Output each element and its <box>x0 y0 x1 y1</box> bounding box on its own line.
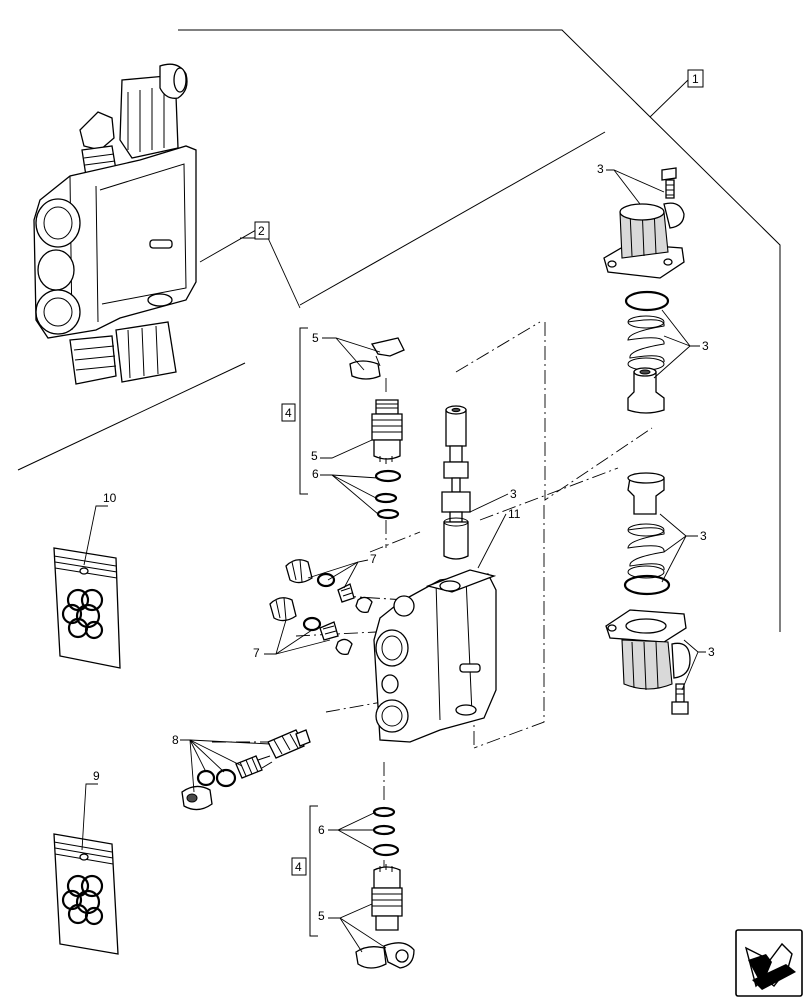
arrow-icon[interactable] <box>735 929 803 997</box>
assembly-centerlines <box>212 321 653 870</box>
complete-valve-assembly <box>33 63 197 385</box>
section-body <box>373 569 497 743</box>
svg-text:6: 6 <box>312 467 319 481</box>
callout-3-springs-lower: 3 <box>659 513 707 583</box>
bracket-4-upper: 4 <box>281 327 308 495</box>
svg-text:11: 11 <box>508 507 521 521</box>
svg-text:5: 5 <box>311 449 318 463</box>
assembly-bracket-lines <box>17 29 781 632</box>
callout-1: 1 <box>649 69 704 118</box>
lower-end-cap-group <box>605 472 691 715</box>
callout-5-clip-upper: 5 <box>312 331 381 371</box>
upper-end-cap-group <box>603 167 685 414</box>
callout-11: 11 <box>477 507 521 569</box>
spool <box>441 405 471 560</box>
callout-6-lower: 6 <box>318 811 377 851</box>
callout-7-lower: 7 <box>253 619 331 660</box>
callout-2: 2 <box>199 221 301 309</box>
svg-text:10: 10 <box>103 491 117 505</box>
svg-text:3: 3 <box>702 339 709 353</box>
svg-text:4: 4 <box>285 406 292 420</box>
seal-kit-bag-icon <box>53 833 119 955</box>
svg-text:3: 3 <box>597 162 604 176</box>
callout-3-spool: 3 <box>469 487 517 513</box>
seal-kit-bag-icon <box>53 547 121 669</box>
svg-text:4: 4 <box>295 860 302 874</box>
relief-valve-group <box>181 729 311 811</box>
svg-text:8: 8 <box>172 733 179 747</box>
callout-8: 8 <box>172 733 271 793</box>
svg-text:1: 1 <box>692 72 699 86</box>
callout-3-cap-lower: 3 <box>681 639 715 691</box>
lower-cartridge-group <box>355 806 415 969</box>
svg-text:5: 5 <box>312 331 319 345</box>
callout-3-top: 3 <box>597 162 665 205</box>
svg-text:5: 5 <box>318 909 325 923</box>
svg-text:9: 9 <box>93 769 100 783</box>
callout-3-springs-upper: 3 <box>653 309 709 379</box>
callout-10: 10 <box>83 491 117 566</box>
svg-text:2: 2 <box>258 224 265 238</box>
svg-text:3: 3 <box>510 487 517 501</box>
svg-text:6: 6 <box>318 823 325 837</box>
svg-text:3: 3 <box>700 529 707 543</box>
svg-text:7: 7 <box>370 552 377 566</box>
upper-cartridge-group <box>349 337 405 520</box>
svg-text:7: 7 <box>253 646 260 660</box>
callout-5-cartridge-upper: 5 <box>311 439 373 463</box>
plug-group-upper <box>285 559 373 614</box>
callout-9: 9 <box>81 769 100 851</box>
plug-group-lower <box>269 597 353 656</box>
callout-5-lower: 5 <box>318 903 387 953</box>
callout-6-upper: 6 <box>312 467 379 515</box>
bracket-4-lower: 4 <box>291 805 318 937</box>
svg-text:3: 3 <box>708 645 715 659</box>
callout-7-upper: 7 <box>307 552 377 589</box>
